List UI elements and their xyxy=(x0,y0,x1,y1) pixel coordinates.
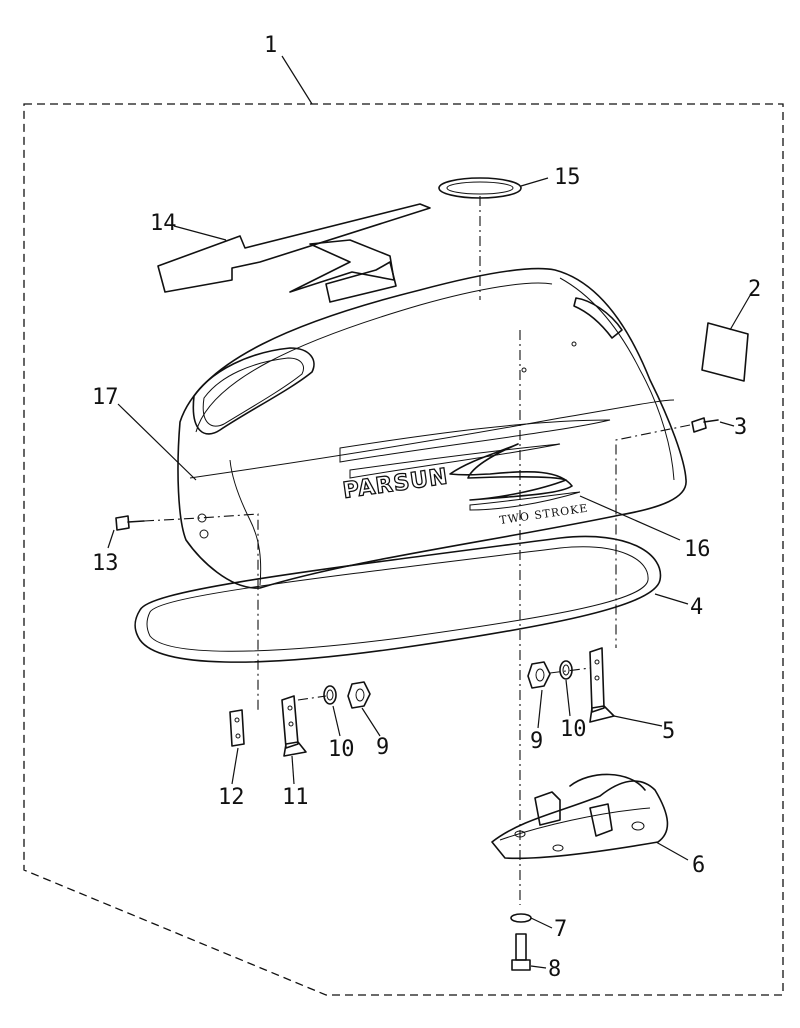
callout-8: 8 xyxy=(548,957,561,982)
callout-labels: 1 2 3 4 5 6 7 8 9 9 10 10 11 12 13 14 15… xyxy=(92,33,761,982)
nut-9-left xyxy=(347,681,371,709)
callout-3: 3 xyxy=(734,415,747,440)
latch-bracket-11 xyxy=(281,695,307,757)
screw-3 xyxy=(691,417,719,433)
callout-15: 15 xyxy=(554,165,581,190)
plate-12 xyxy=(229,709,245,747)
callout-10-right: 10 xyxy=(560,717,587,742)
cowl-gasket xyxy=(134,535,662,663)
callout-6: 6 xyxy=(692,853,705,878)
callout-11: 11 xyxy=(282,785,309,810)
screw-13 xyxy=(115,515,145,531)
latch-bracket-5 xyxy=(589,647,615,723)
callout-13: 13 xyxy=(92,551,119,576)
nut-9-right xyxy=(527,661,551,689)
callout-1: 1 xyxy=(264,33,277,58)
screw-3-axis xyxy=(615,424,691,648)
callout-7: 7 xyxy=(554,917,567,942)
ring-decal xyxy=(438,177,522,199)
callout-16: 16 xyxy=(684,537,711,562)
callout-4: 4 xyxy=(690,595,703,620)
washer-10-left xyxy=(323,685,337,705)
ring-decal-inner xyxy=(446,181,514,195)
label-plate xyxy=(701,322,749,382)
callout-9-left: 9 xyxy=(376,735,389,760)
washer-7 xyxy=(510,913,532,923)
callout-5: 5 xyxy=(662,719,675,744)
callout-2: 2 xyxy=(748,277,761,302)
assembly-frame xyxy=(23,103,784,996)
stripe-decal xyxy=(157,203,431,303)
callout-10-left: 10 xyxy=(328,737,355,762)
top-cowl: PARSUN TWO STROKE xyxy=(177,267,687,589)
screw-13-axis xyxy=(143,513,259,712)
callout-9-right: 9 xyxy=(530,729,543,754)
bolt-8 xyxy=(511,933,531,971)
callout-12: 12 xyxy=(218,785,245,810)
callout-14: 14 xyxy=(150,211,177,236)
leader-lines xyxy=(107,55,753,969)
bottom-bracket xyxy=(491,773,669,860)
callout-17: 17 xyxy=(92,385,119,410)
